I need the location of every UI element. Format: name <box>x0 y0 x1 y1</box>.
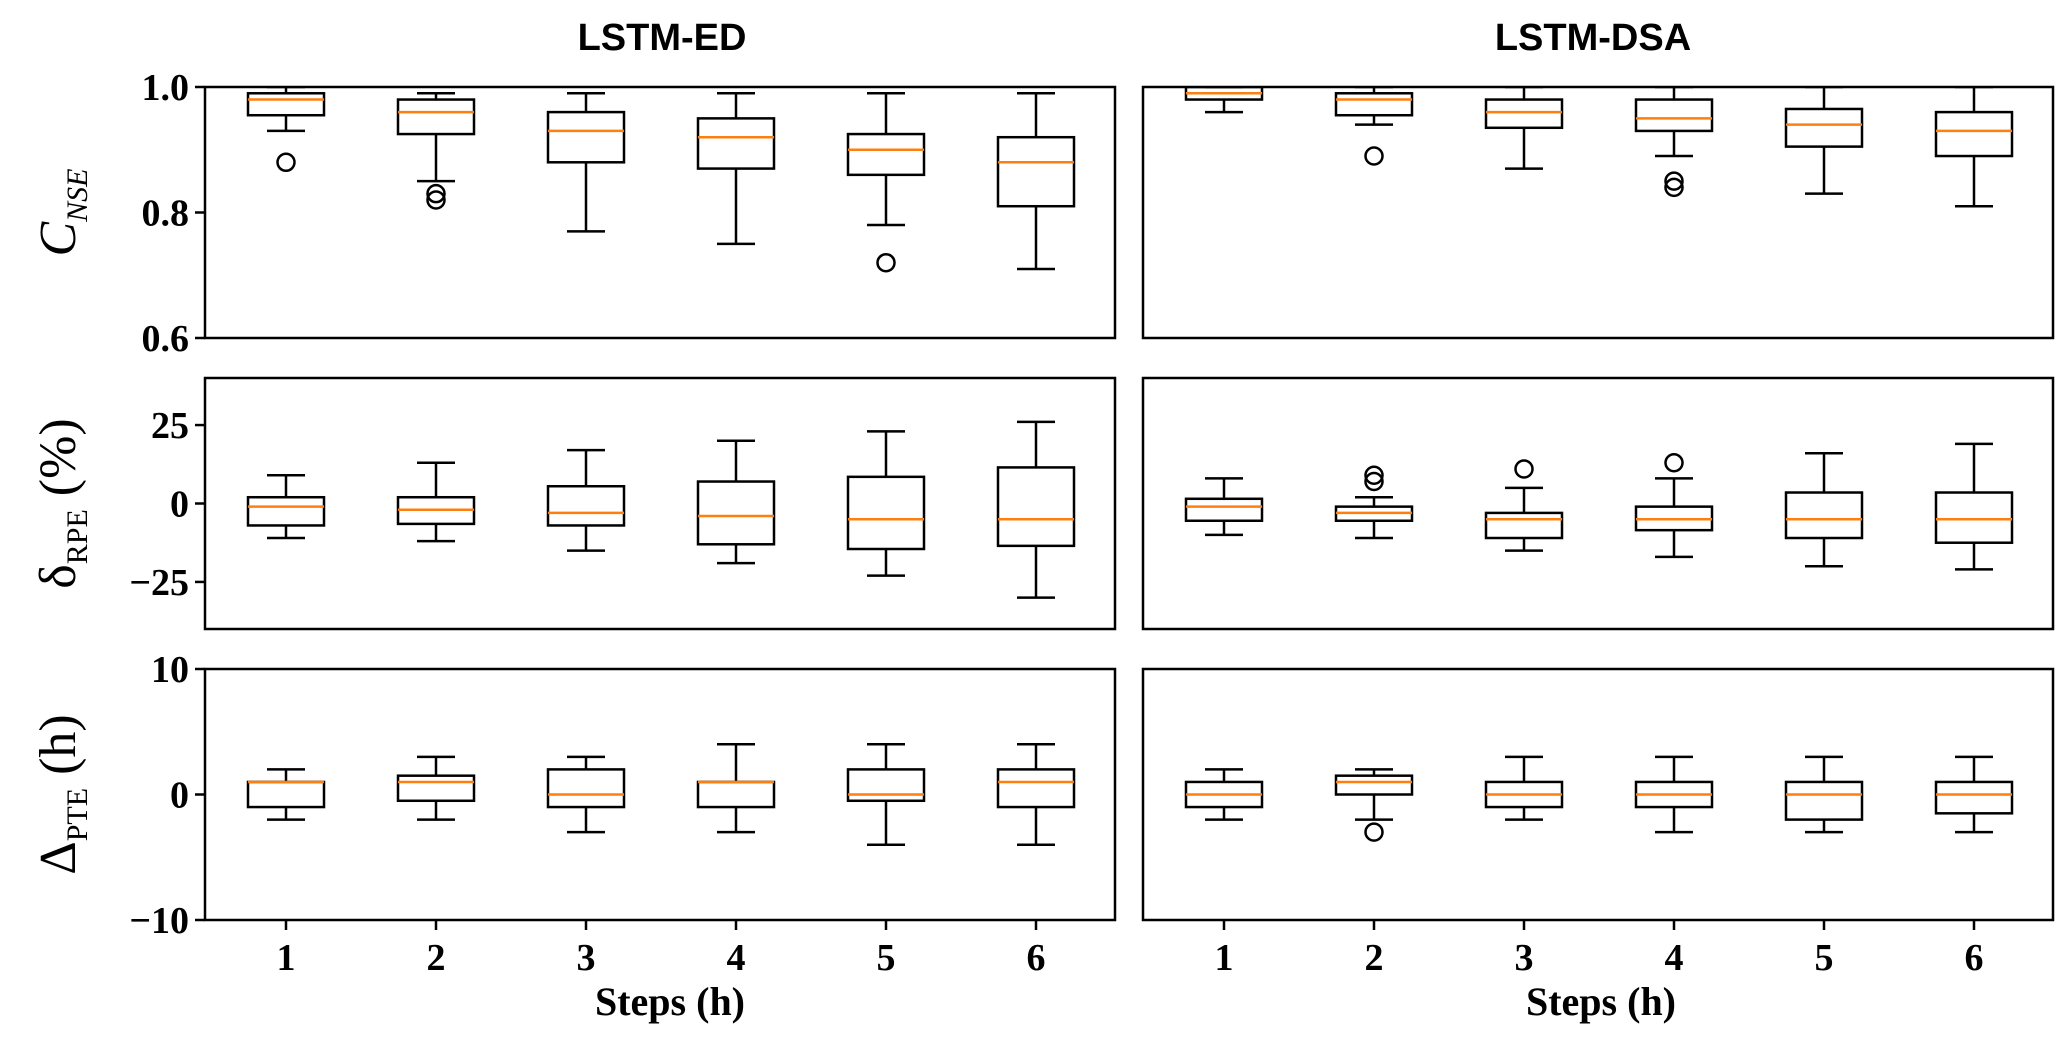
x-tick-label: 5 <box>877 937 896 979</box>
box-step-4 <box>696 117 776 170</box>
y-axis-label-rpe: δRPE (%) <box>30 418 94 589</box>
outlier-point <box>1364 822 1384 842</box>
box-step-6 <box>996 135 1076 208</box>
panel-pte-lstm-dsa <box>1184 755 2014 842</box>
box-step-5 <box>846 768 926 803</box>
x-tick-label: 2 <box>427 937 446 979</box>
outlier-point <box>1364 146 1384 166</box>
y-tick-label: 0.8 <box>142 193 190 235</box>
box-step-5 <box>1784 491 1864 540</box>
outlier-point <box>1364 465 1384 486</box>
axes-frame-rpe-lstm-ed <box>203 376 1117 631</box>
box-step-1 <box>246 92 326 117</box>
box-step-6 <box>1934 780 2014 815</box>
outlier-point <box>1514 459 1534 479</box>
box-step-3 <box>546 484 626 527</box>
y-tick-label: 0 <box>170 484 189 526</box>
x-tick-label: 1 <box>277 937 296 979</box>
axes-frame-rpe-lstm-dsa <box>1141 376 2055 631</box>
box-step-5 <box>846 475 926 551</box>
y-tick-label: 25 <box>151 405 189 447</box>
outlier-point <box>1664 171 1684 191</box>
column-title-lstm-dsa: LSTM-DSA <box>1495 17 1691 59</box>
x-tick-label: 4 <box>727 937 746 979</box>
panel-nse-lstm-ed <box>246 87 1076 273</box>
panel-rpe-lstm-dsa <box>1184 442 2014 571</box>
box-step-3 <box>546 768 626 809</box>
y-tick-label: −25 <box>129 562 189 604</box>
box-step-2 <box>1334 92 1414 117</box>
box-step-6 <box>1934 110 2014 158</box>
x-axis-label-left: Steps (h) <box>595 979 745 1024</box>
box-step-6 <box>996 768 1076 809</box>
box-step-4 <box>696 780 776 809</box>
box-step-2 <box>396 774 476 803</box>
x-axis-label-right: Steps (h) <box>1526 979 1676 1024</box>
y-tick-label: −10 <box>129 900 189 942</box>
box-step-2 <box>396 98 476 136</box>
x-tick-label: 3 <box>1515 937 1534 979</box>
panel-pte-lstm-ed <box>246 743 1076 846</box>
box-step-1 <box>246 495 326 527</box>
x-tick-label: 6 <box>1965 937 1984 979</box>
panel-nse-lstm-dsa <box>1184 87 2014 208</box>
box-step-2 <box>1334 774 1414 796</box>
outlier-point <box>426 183 446 204</box>
x-tick-label: 5 <box>1815 937 1834 979</box>
axes-frame-nse-lstm-dsa <box>1141 85 2055 340</box>
axes-frame-pte-lstm-dsa <box>1141 667 2055 922</box>
outlier-point <box>426 190 446 210</box>
y-tick-label: 0.6 <box>142 318 190 360</box>
box-step-5 <box>1784 107 1864 148</box>
x-tick-label: 2 <box>1365 937 1384 979</box>
axes-frame-nse-lstm-ed <box>203 85 1117 340</box>
box-step-6 <box>1934 491 2014 544</box>
y-axis-label-nse: CNSE <box>30 168 94 256</box>
box-step-4 <box>696 480 776 546</box>
y-axis-label-pte: ΔPTE (h) <box>30 714 94 874</box>
box-step-5 <box>1784 780 1864 821</box>
box-step-3 <box>1484 98 1564 130</box>
y-tick-label: 10 <box>151 649 189 691</box>
outlier-point <box>1664 452 1684 473</box>
x-tick-label: 4 <box>1665 937 1684 979</box>
axes-frame-pte-lstm-ed <box>203 667 1117 922</box>
box-step-5 <box>846 132 926 177</box>
y-tick-label: 1.0 <box>142 67 190 109</box>
x-tick-label: 1 <box>1215 937 1234 979</box>
outlier-point <box>276 152 296 173</box>
x-tick-label: 6 <box>1027 937 1046 979</box>
y-tick-label: 0 <box>170 775 189 817</box>
outlier-point <box>1364 471 1384 492</box>
box-step-1 <box>246 780 326 809</box>
outlier-point <box>876 252 896 273</box>
column-title-lstm-ed: LSTM-ED <box>578 17 747 59</box>
x-tick-label: 3 <box>577 937 596 979</box>
box-step-3 <box>546 110 626 164</box>
box-step-1 <box>1184 497 1264 523</box>
box-step-4 <box>1634 98 1714 133</box>
panel-rpe-lstm-ed <box>246 420 1076 599</box>
box-step-6 <box>996 466 1076 548</box>
outlier-point <box>1664 177 1684 198</box>
box-step-3 <box>1484 511 1564 540</box>
